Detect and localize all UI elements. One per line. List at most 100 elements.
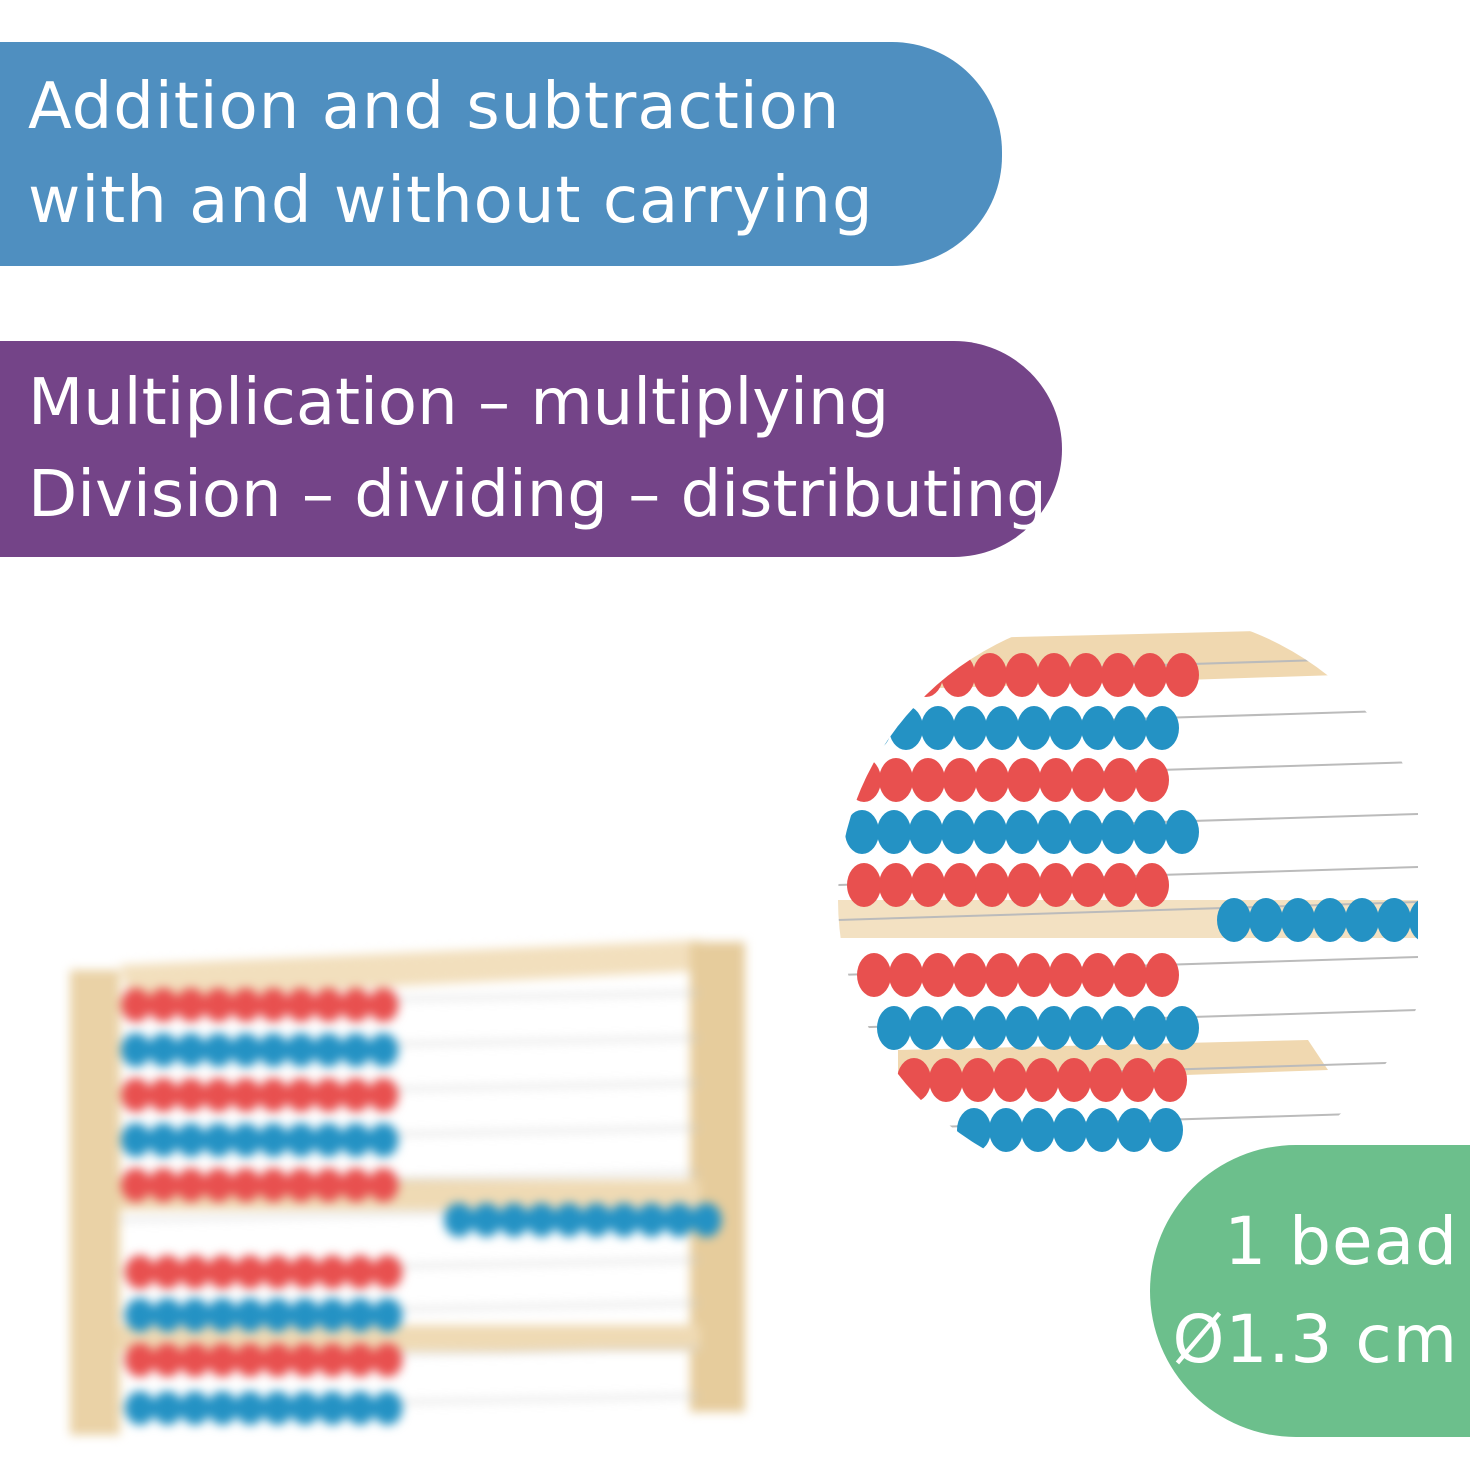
- bead: [152, 1343, 183, 1377]
- bead: [1069, 1006, 1103, 1050]
- bead: [1135, 758, 1169, 802]
- bead: [152, 1255, 183, 1289]
- bead: [345, 1391, 375, 1425]
- bead: [313, 1123, 344, 1157]
- bead: [207, 1255, 238, 1289]
- bead: [1007, 863, 1041, 907]
- bead: [1005, 653, 1039, 697]
- bead: [1057, 1058, 1091, 1102]
- bead: [526, 1203, 557, 1237]
- bead: [1017, 953, 1051, 997]
- bead: [121, 1033, 151, 1067]
- bead-diameter-label: Ø1.3 cm: [1172, 1301, 1458, 1378]
- bead: [941, 653, 975, 697]
- bead: [1153, 1058, 1187, 1102]
- bead: [581, 1203, 612, 1237]
- bead: [207, 1343, 238, 1377]
- bead: [290, 1255, 320, 1289]
- bead: [231, 1123, 261, 1157]
- bead: [203, 1078, 234, 1112]
- bead: [262, 1298, 293, 1332]
- bead: [975, 758, 1009, 802]
- bead: [953, 953, 987, 997]
- bead: [262, 1391, 293, 1425]
- bead: [258, 1033, 289, 1067]
- bead: [499, 1203, 529, 1237]
- bead: [313, 1033, 344, 1067]
- bead: [1377, 898, 1411, 942]
- bead: [258, 1168, 289, 1202]
- bead: [203, 988, 234, 1022]
- bead: [1037, 1006, 1071, 1050]
- bead: [286, 1123, 316, 1157]
- bead: [1281, 898, 1315, 942]
- bead: [180, 1298, 210, 1332]
- bead: [909, 1006, 943, 1050]
- bead: [1049, 953, 1083, 997]
- bead: [909, 810, 943, 854]
- bead: [176, 1123, 206, 1157]
- bead: [235, 1298, 265, 1332]
- bead: [993, 1058, 1027, 1102]
- bead: [1005, 1006, 1039, 1050]
- bead: [235, 1391, 265, 1425]
- bead: [317, 1343, 348, 1377]
- bead: [345, 1343, 375, 1377]
- bead: [180, 1343, 210, 1377]
- bead: [368, 1123, 399, 1157]
- bead: [1409, 898, 1418, 942]
- bead: [341, 1033, 371, 1067]
- bead: [1007, 758, 1041, 802]
- bead: [286, 1078, 316, 1112]
- bead: [286, 988, 316, 1022]
- bead: [929, 1058, 963, 1102]
- banner-top-line-1: Addition and subtraction: [28, 70, 841, 144]
- bead: [973, 1006, 1007, 1050]
- bead: [125, 1298, 155, 1332]
- bead: [290, 1343, 320, 1377]
- bead: [1081, 706, 1115, 750]
- bead: [636, 1203, 667, 1237]
- bead: [691, 1203, 722, 1237]
- bead: [1069, 653, 1103, 697]
- bead: [1069, 810, 1103, 854]
- bead: [290, 1298, 320, 1332]
- bead: [176, 1033, 206, 1067]
- bead: [943, 863, 977, 907]
- bead: [877, 1006, 911, 1050]
- bead: [961, 1058, 995, 1102]
- bead: [231, 1078, 261, 1112]
- bead: [203, 1123, 234, 1157]
- bead: [176, 1078, 206, 1112]
- bead: [207, 1298, 238, 1332]
- bead: [911, 758, 945, 802]
- bead: [317, 1298, 348, 1332]
- bead: [203, 1168, 234, 1202]
- bead: [985, 953, 1019, 997]
- bead: [1165, 810, 1199, 854]
- bead: [341, 1123, 371, 1157]
- bead: [290, 1391, 320, 1425]
- bead: [444, 1203, 474, 1237]
- banner-mid-line-2: Division – dividing – distributing: [28, 458, 1047, 532]
- bead: [1165, 1006, 1199, 1050]
- bead: [1101, 653, 1135, 697]
- bead: [889, 706, 923, 750]
- bead: [372, 1255, 403, 1289]
- bead: [1053, 1108, 1087, 1152]
- bead: [1039, 863, 1073, 907]
- bead: [857, 706, 891, 750]
- bead: [368, 1168, 399, 1202]
- bead: [1249, 898, 1283, 942]
- bead: [313, 988, 344, 1022]
- bead: [1133, 653, 1167, 697]
- bead: [1005, 810, 1039, 854]
- bead: [148, 1033, 179, 1067]
- bead: [262, 1343, 293, 1377]
- bead: [121, 1123, 151, 1157]
- bead: [262, 1255, 293, 1289]
- bead: [921, 953, 955, 997]
- bead-size-badge: 1 bead Ø1.3 cm: [1150, 1145, 1470, 1437]
- bead: [911, 863, 945, 907]
- bead: [231, 1033, 261, 1067]
